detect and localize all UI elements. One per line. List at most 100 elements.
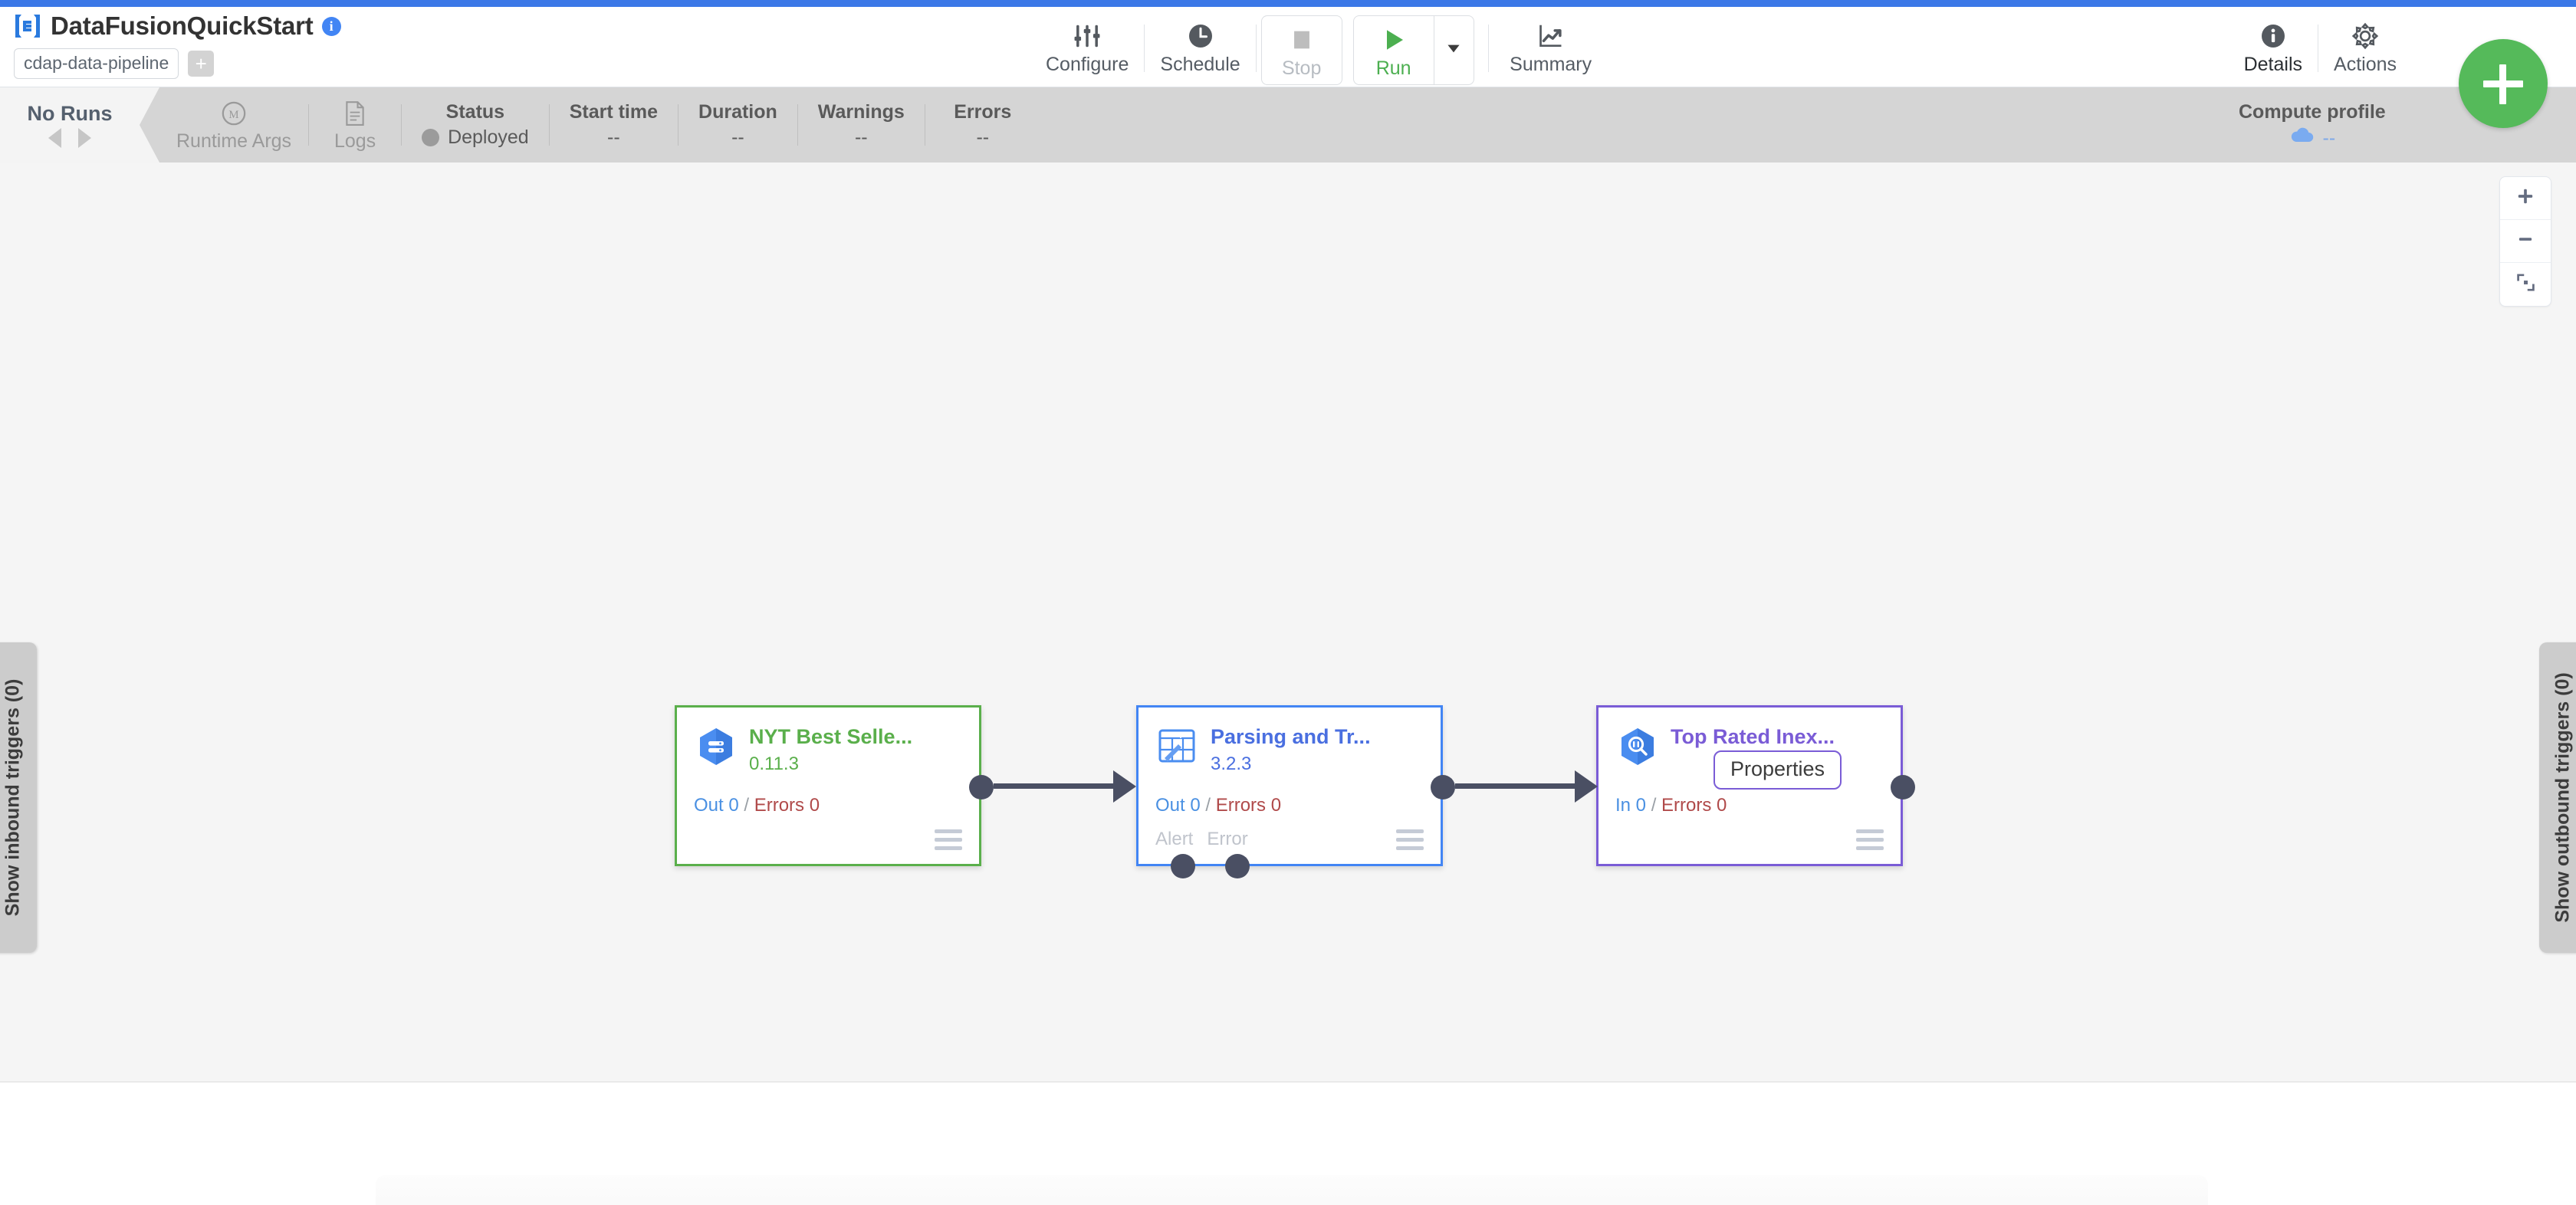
cdap-logo-icon bbox=[14, 12, 41, 40]
stop-button-box[interactable]: Stop bbox=[1260, 15, 1342, 85]
pipeline-node-source[interactable]: NYT Best Selle... 0.11.3 Out 0 / Errors … bbox=[675, 705, 994, 866]
node-error-port[interactable] bbox=[1225, 854, 1250, 878]
node-menu-hamburger-icon[interactable] bbox=[935, 829, 962, 850]
runtime-args-button[interactable]: M Runtime Args bbox=[159, 87, 308, 163]
start-time-value: -- bbox=[607, 126, 620, 148]
toolbar-divider bbox=[1255, 25, 1257, 72]
node-port-labels: Alert Error bbox=[1155, 829, 1248, 850]
title-row: DataFusionQuickStart i bbox=[14, 7, 341, 45]
gear-icon bbox=[2351, 19, 2380, 53]
summary-label: Summary bbox=[1510, 54, 1592, 75]
logs-button[interactable]: Logs bbox=[309, 87, 401, 163]
status-stat-warnings: Warnings -- bbox=[798, 87, 925, 163]
stop-square-icon bbox=[1289, 23, 1315, 57]
node-metrics: Out 0 / Errors 0 bbox=[694, 795, 820, 816]
badge-row: cdap-data-pipeline + bbox=[14, 48, 341, 79]
header-toolbar: Configure Schedule Stop bbox=[1035, 14, 1608, 87]
pipeline-canvas[interactable]: Show inbound triggers (0) Show outbound … bbox=[0, 163, 2576, 1082]
duration-key: Duration bbox=[698, 101, 777, 123]
triangle-left-icon[interactable] bbox=[48, 128, 61, 148]
actions-label: Actions bbox=[2334, 54, 2397, 75]
node-header: Parsing and Tr... 3.2.3 bbox=[1138, 708, 1441, 775]
details-button[interactable]: Details bbox=[2233, 14, 2313, 76]
inbound-triggers-label: Show inbound triggers (0) bbox=[2, 678, 24, 917]
run-label: Run bbox=[1375, 57, 1411, 79]
status-divider bbox=[308, 104, 310, 146]
summary-button[interactable]: Summary bbox=[1493, 14, 1608, 76]
no-runs-tab[interactable]: No Runs bbox=[0, 87, 140, 163]
node-error-count: Errors 0 bbox=[1215, 795, 1282, 816]
errors-value: -- bbox=[976, 126, 990, 148]
status-stat-errors: Errors -- bbox=[925, 87, 1040, 163]
status-stat-start-time: Start time -- bbox=[550, 87, 678, 163]
zoom-out-button[interactable] bbox=[2500, 220, 2551, 263]
schedule-label: Schedule bbox=[1160, 54, 1240, 75]
node-metrics: In 0 / Errors 0 bbox=[1615, 795, 1727, 816]
start-time-key: Start time bbox=[569, 101, 659, 123]
node-header: Top Rated Inex... bbox=[1598, 708, 1901, 769]
node-metrics: Out 0 / Errors 0 bbox=[1155, 795, 1281, 816]
stop-label: Stop bbox=[1281, 57, 1322, 79]
no-runs-tab-chevron bbox=[140, 87, 159, 163]
run-button[interactable]: Run bbox=[1354, 16, 1434, 84]
node-text: NYT Best Selle... 0.11.3 bbox=[749, 723, 912, 775]
node-in-count: In 0 bbox=[1615, 795, 1647, 816]
node-menu-hamburger-icon[interactable] bbox=[1396, 829, 1424, 850]
node-text: Top Rated Inex... bbox=[1671, 723, 1835, 749]
zoom-controls bbox=[2499, 176, 2551, 307]
pipeline-node-sink[interactable]: Top Rated Inex... Properties In 0 / Erro… bbox=[1596, 705, 1915, 866]
configure-button[interactable]: Configure bbox=[1035, 14, 1139, 76]
show-inbound-triggers-tab[interactable]: Show inbound triggers (0) bbox=[0, 642, 37, 953]
node-title: NYT Best Selle... bbox=[749, 725, 913, 748]
warnings-value: -- bbox=[854, 126, 868, 148]
run-options-button[interactable] bbox=[1433, 16, 1474, 84]
node-error-count: Errors 0 bbox=[1661, 795, 1727, 816]
actions-button[interactable]: Actions bbox=[2323, 14, 2407, 76]
node-properties-tooltip[interactable]: Properties bbox=[1714, 750, 1842, 790]
top-accent-strip bbox=[0, 0, 2576, 7]
page-title: DataFusionQuickStart bbox=[51, 11, 314, 40]
add-tag-button[interactable]: + bbox=[188, 51, 215, 77]
details-label: Details bbox=[2243, 54, 2303, 75]
info-circle-icon[interactable]: i bbox=[321, 16, 341, 36]
stop-button[interactable]: Stop bbox=[1262, 16, 1342, 84]
zoom-in-button[interactable] bbox=[2500, 177, 2551, 220]
show-outbound-triggers-tab[interactable]: Show outbound triggers (0) bbox=[2539, 642, 2576, 953]
toolbar-divider bbox=[1487, 25, 1489, 72]
schedule-button[interactable]: Schedule bbox=[1149, 14, 1250, 76]
macro-m-icon: M bbox=[221, 98, 247, 129]
node-alert-port-label: Alert bbox=[1155, 829, 1194, 849]
fit-screen-icon bbox=[2515, 272, 2536, 297]
edge-source-to-transform bbox=[994, 783, 1116, 789]
status-divider bbox=[797, 104, 798, 146]
svg-text:M: M bbox=[228, 109, 238, 121]
node-output-port[interactable] bbox=[1431, 775, 1455, 800]
status-key: Status bbox=[445, 101, 505, 123]
node-alert-port[interactable] bbox=[1171, 854, 1195, 878]
node-title: Top Rated Inex... bbox=[1671, 725, 1835, 748]
configure-label: Configure bbox=[1046, 54, 1129, 75]
node-version: 0.11.3 bbox=[749, 753, 799, 774]
bigquery-sink-icon bbox=[1615, 724, 1660, 769]
fit-to-screen-button[interactable] bbox=[2500, 263, 2551, 306]
artifact-type-badge: cdap-data-pipeline bbox=[14, 48, 179, 79]
run-button-box[interactable]: Run bbox=[1352, 15, 1474, 85]
compute-profile[interactable]: Compute profile -- bbox=[2239, 87, 2386, 163]
node-menu-hamburger-icon[interactable] bbox=[1856, 829, 1884, 850]
status-value: Deployed bbox=[448, 126, 529, 148]
bottom-panel-card bbox=[376, 1175, 2208, 1205]
minus-icon bbox=[2515, 229, 2535, 253]
toolbar-divider bbox=[1144, 25, 1145, 72]
node-title: Parsing and Tr... bbox=[1211, 725, 1371, 748]
node-output-port[interactable] bbox=[969, 775, 994, 800]
triangle-right-icon[interactable] bbox=[78, 128, 91, 148]
bottom-area bbox=[0, 1083, 2576, 1205]
node-output-port[interactable] bbox=[1891, 775, 1915, 800]
add-plugin-fab[interactable] bbox=[2459, 39, 2548, 128]
node-metric-separator: / bbox=[1205, 795, 1211, 816]
pipeline-node-transform[interactable]: Parsing and Tr... 3.2.3 Out 0 / Errors 0… bbox=[1136, 705, 1455, 878]
duration-value: -- bbox=[731, 126, 744, 148]
status-divider bbox=[548, 104, 550, 146]
app-header: DataFusionQuickStart i cdap-data-pipelin… bbox=[0, 7, 2576, 128]
